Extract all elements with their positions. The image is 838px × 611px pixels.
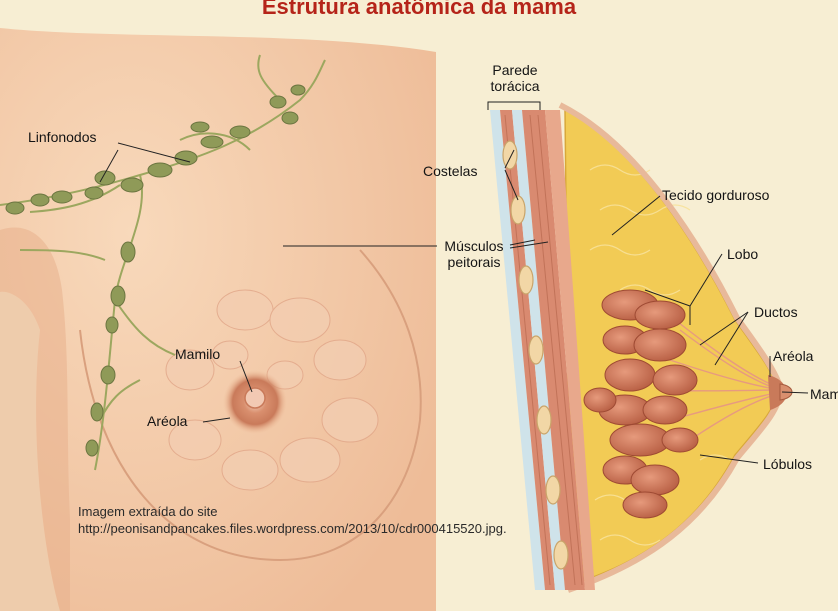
label-mamilo-section: Mamilo (810, 386, 838, 402)
label-lobo: Lobo (727, 246, 758, 262)
arm-shadow (0, 228, 70, 611)
label-musculos-line2: peitorais (434, 254, 514, 270)
label-linfonodos: Linfonodos (28, 129, 97, 145)
label-areola-section: Aréola (773, 348, 813, 364)
image-credit: Imagem extraída do site http://peonisand… (78, 503, 558, 537)
nipple-front (245, 388, 265, 408)
label-tecido-gorduroso: Tecido gorduroso (662, 187, 769, 203)
label-parede-toracica-line1: Parede (470, 62, 560, 78)
label-lobulos: Lóbulos (763, 456, 812, 472)
label-musculos-line1: Músculos (434, 238, 514, 254)
label-musculos-peitorais: Músculos peitorais (434, 238, 514, 270)
label-costelas: Costelas (423, 163, 477, 179)
label-mamilo-front: Mamilo (175, 346, 220, 362)
diagram-title: Estrutura anatômica da mama (0, 0, 838, 20)
label-parede-toracica-line2: torácica (470, 78, 560, 94)
label-areola-front: Aréola (147, 413, 187, 429)
label-ductos: Ductos (754, 304, 798, 320)
label-parede-toracica: Parede torácica (470, 62, 560, 94)
